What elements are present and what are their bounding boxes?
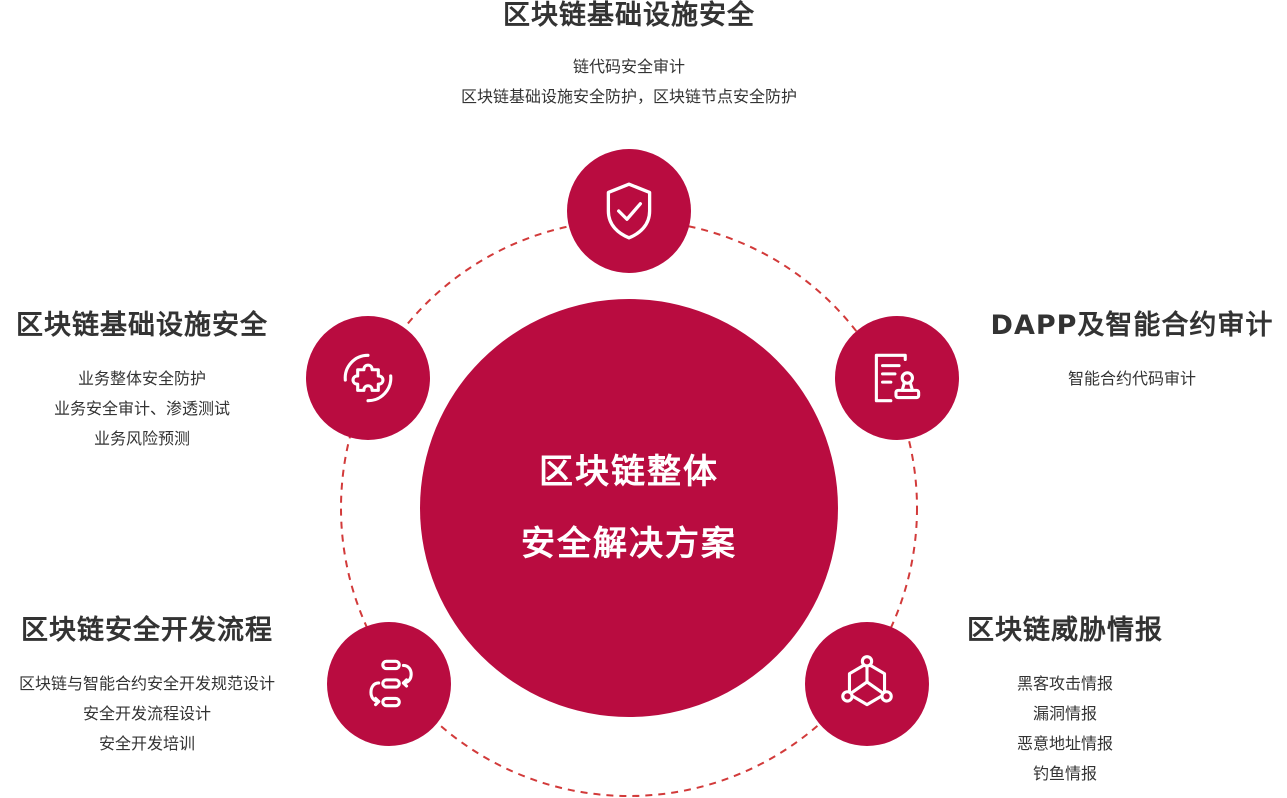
left-line: 业务安全审计、渗透测试 [53,399,230,418]
left-block: 区块链基础设施安全 业务整体安全防护 业务安全审计、渗透测试 业务风险预测 [0,310,284,454]
bottom-right-node-circle [805,622,929,746]
left-line: 业务风险预测 [93,429,190,448]
bottom-right-line: 黑客攻击情报 [1016,674,1113,693]
process-flow-icon [369,659,413,708]
left-node-circle [306,316,430,440]
bottom-right-title: 区块链威胁情报 [967,615,1163,646]
bottom-left-node-circle [327,622,451,746]
right-line: 智能合约代码审计 [1067,369,1196,388]
bottom-right-line: 恶意地址情报 [1016,734,1113,753]
left-line: 业务整体安全防护 [77,369,206,388]
network-hexagon-icon [841,655,893,707]
bottom-left-line: 安全开发培训 [98,734,195,753]
bottom-left-line: 安全开发流程设计 [82,704,211,723]
top-block: 区块链基础设施安全 链代码安全审计 区块链基础设施安全防护，区块链节点安全防护 [329,0,929,112]
center-title-line1: 区块链整体 [539,452,719,492]
top-title: 区块链基础设施安全 [503,0,755,31]
top-node-circle [567,149,691,273]
shield-check-icon [606,182,652,240]
bottom-right-line: 钓鱼情报 [1032,764,1097,783]
document-stamp-icon [874,353,921,403]
center-circle: 区块链整体 安全解决方案 [420,299,838,717]
right-block: DAPP及智能合约审计 智能合约代码审计 [982,310,1282,394]
bottom-right-block: 区块链威胁情报 黑客攻击情报 漏洞情报 恶意地址情报 钓鱼情报 [952,615,1178,789]
bottom-right-line: 漏洞情报 [1032,704,1097,723]
bottom-left-line: 区块链与智能合约安全开发规范设计 [18,674,275,693]
right-node-circle [835,316,959,440]
right-title: DAPP及智能合约审计 [990,310,1274,341]
center-title-line2: 安全解决方案 [521,524,737,564]
left-title: 区块链基础设施安全 [16,310,268,341]
puzzle-piece-icon [343,353,393,403]
bottom-left-block: 区块链安全开发流程 区块链与智能合约安全开发规范设计 安全开发流程设计 安全开发… [0,615,294,759]
top-line: 区块链基础设施安全防护，区块链节点安全防护 [460,87,797,106]
top-line: 链代码安全审计 [572,57,685,76]
bottom-left-title: 区块链安全开发流程 [21,615,273,646]
